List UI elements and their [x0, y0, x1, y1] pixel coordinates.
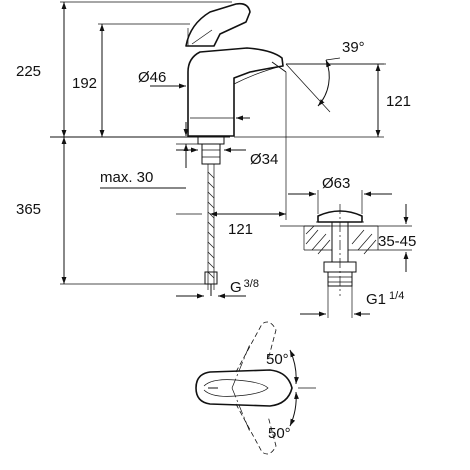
- label-g38-main: G: [230, 279, 242, 296]
- swivel-arc-bottom: [289, 391, 299, 427]
- label-225: 225: [16, 63, 41, 80]
- label-192: 192: [72, 75, 97, 92]
- hose-connector: [204, 271, 218, 285]
- swivel-axis-bottom: [231, 387, 251, 433]
- label-121-vertical: 121: [386, 93, 411, 110]
- label-g114-main: G1: [366, 291, 386, 308]
- swivel-outline-bottom: [235, 403, 277, 455]
- handle-detail-line: [191, 29, 213, 45]
- label-swivel-top: 50°: [266, 351, 289, 368]
- faucet-side-view: 225 192 Ø46 39° 121 Ø34 max. 30 365 121 …: [16, 1, 411, 299]
- spout-underside: [233, 65, 283, 85]
- label-365: 365: [16, 201, 41, 218]
- faucet-body: [187, 47, 284, 137]
- swivel-arc-top: [289, 349, 299, 385]
- waste-cap: [317, 210, 363, 223]
- aerator-tip: [271, 61, 287, 73]
- basin-section-right: [348, 225, 379, 255]
- plan-body-outline: [195, 369, 293, 407]
- lever-handle: [185, 2, 251, 47]
- label-swivel-bottom: 50°: [268, 425, 291, 442]
- label-g114-fraction: 1/4: [389, 290, 404, 302]
- label-d63: Ø63: [322, 175, 350, 192]
- swivel-axis-top: [231, 343, 251, 389]
- label-d46: Ø46: [138, 69, 166, 86]
- label-g38-fraction: 3/8: [244, 278, 259, 290]
- mounting-nut: [201, 143, 221, 165]
- angle-ref-axis: [285, 63, 331, 113]
- label-d34: Ø34: [250, 151, 278, 168]
- plan-lever: [203, 379, 269, 397]
- label-35-45: 35-45: [378, 233, 416, 250]
- basin-section-left: [303, 225, 332, 255]
- faucet-plan-view: 50° 50°: [195, 321, 316, 455]
- label-121-horizontal: 121: [228, 221, 253, 238]
- swivel-outline-top: [235, 321, 277, 373]
- braided-hose: [207, 164, 215, 290]
- mounting-shank: [197, 136, 225, 145]
- label-max30: max. 30: [100, 169, 153, 186]
- label-39-degrees: 39°: [342, 39, 365, 56]
- angle-arc-39: [317, 59, 331, 107]
